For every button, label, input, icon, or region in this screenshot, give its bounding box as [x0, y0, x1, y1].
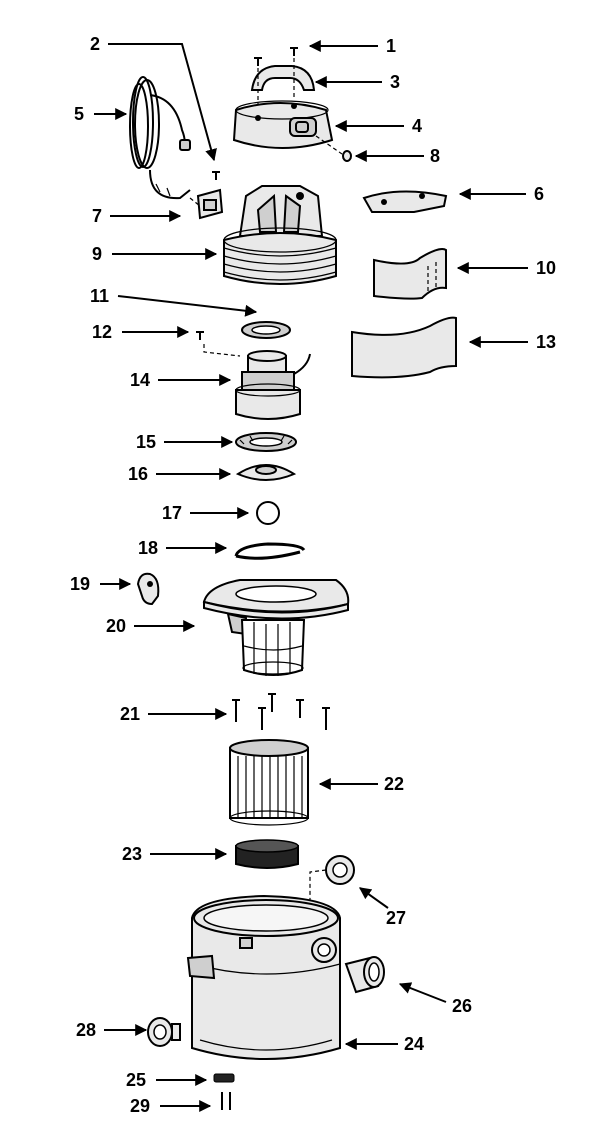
- label-16: 16: [128, 464, 148, 484]
- part-5-power-cord: [129, 76, 191, 200]
- label-29: 29: [130, 1096, 150, 1116]
- label-7: 7: [92, 206, 102, 226]
- label-27: 27: [386, 908, 406, 928]
- label-13: 13: [536, 332, 556, 352]
- part-22-cartridge-filter: [229, 739, 309, 826]
- label-11: 11: [90, 286, 109, 306]
- part-24-tank: [186, 894, 341, 1060]
- label-21: 21: [120, 704, 140, 724]
- label-15: 15: [136, 432, 156, 452]
- label-12: 12: [92, 322, 112, 342]
- part-23-filter-retainer: [235, 839, 299, 869]
- label-24: 24: [404, 1034, 424, 1054]
- label-8: 8: [430, 146, 440, 166]
- label-20: 20: [106, 616, 126, 636]
- label-17: 17: [162, 503, 182, 523]
- label-28: 28: [76, 1020, 96, 1040]
- label-5: 5: [74, 104, 84, 124]
- part-7-switch: [189, 188, 224, 220]
- part-6-cover-plate: [362, 190, 448, 213]
- label-14: 14: [130, 370, 150, 390]
- part-2-screw: [212, 171, 220, 180]
- part-27-inlet-deflector: [309, 855, 355, 922]
- part-10-sound-baffle: [373, 248, 447, 300]
- label-6: 6: [534, 184, 544, 204]
- part-29-screws: [221, 1092, 231, 1110]
- label-25: 25: [126, 1070, 146, 1090]
- part-20-lid-filter-cage: [202, 579, 350, 676]
- label-2: 2: [90, 34, 100, 54]
- label-22: 22: [384, 774, 404, 794]
- part-16-float-cage-top: [235, 464, 297, 481]
- part-4-motor-cover: [232, 100, 334, 149]
- part-3-handle: [250, 58, 316, 110]
- part-14-motor: [235, 350, 311, 420]
- part-1-screws: [254, 47, 298, 66]
- part-17-float-ball: [256, 501, 280, 525]
- label-4: 4: [412, 116, 422, 136]
- part-8-screw: [315, 135, 352, 162]
- part-12-screw: [196, 331, 241, 357]
- part-26-hose-adapter: [344, 956, 385, 994]
- label-9: 9: [92, 244, 102, 264]
- part-28-drain-cap: [147, 1017, 181, 1047]
- label-18: 18: [138, 538, 158, 558]
- label-3: 3: [390, 72, 400, 92]
- label-26: 26: [452, 996, 472, 1016]
- part-18-retaining-ring: [234, 542, 306, 560]
- label-10: 10: [536, 258, 556, 278]
- part-11-gasket: [241, 321, 291, 339]
- label-1: 1: [386, 36, 396, 56]
- callout-labels: 1 2 3 4 5 6 7 8 9 10 11 12 13 14 15 16 1…: [70, 34, 556, 1116]
- part-9-motor-housing: [223, 185, 337, 285]
- part-25-foot: [213, 1073, 235, 1083]
- leader-arrows: [94, 40, 528, 1112]
- part-15-seal-ring: [235, 432, 297, 452]
- label-19: 19: [70, 574, 90, 594]
- part-21-screws: [232, 693, 330, 730]
- label-23: 23: [122, 844, 142, 864]
- part-19-latch: [136, 572, 160, 606]
- part-13-muffler: [351, 316, 457, 379]
